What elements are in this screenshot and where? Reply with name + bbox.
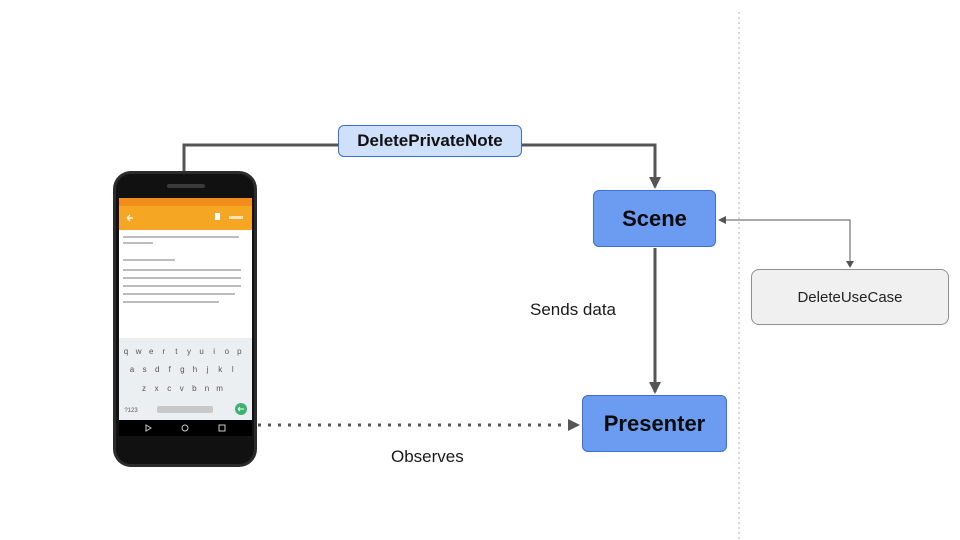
keyboard-key: o (225, 347, 230, 356)
keyboard-key: l (232, 365, 234, 374)
keyboard-key: e (149, 347, 154, 356)
keyboard-key: x (155, 384, 159, 393)
toolbar-action (229, 216, 243, 219)
space-bar (157, 406, 213, 413)
keyboard-key: p (237, 347, 242, 356)
status-bar (119, 198, 252, 206)
keyboard-key: g (180, 365, 184, 374)
usecase-connector (718, 216, 851, 267)
usecase-arrow-head (846, 261, 854, 268)
nav-home-icon (181, 424, 189, 432)
numbers-key: ?123 (124, 408, 138, 414)
nav-back-icon (145, 424, 152, 432)
keyboard-key: w (135, 347, 142, 356)
note-text-lines (123, 236, 241, 303)
scene-node: Scene (593, 190, 716, 247)
keyboard-key: z (142, 384, 146, 393)
keyboard-key: a (130, 365, 135, 374)
keyboard-key: c (167, 384, 171, 393)
nav-bar (119, 420, 252, 436)
keyboard-key: q (124, 347, 128, 356)
sends-data-label: Sends data (530, 300, 617, 319)
keyboard-key: y (187, 347, 191, 356)
nav-recents-icon (218, 424, 226, 432)
trash-icon (215, 213, 220, 220)
keyboard-key: i (213, 347, 215, 356)
presenter-node: Presenter (582, 395, 727, 452)
keyboard-key: k (218, 365, 223, 374)
observes-label: Observes (391, 447, 464, 466)
keyboard-key: s (143, 365, 147, 374)
keyboard-key: h (193, 365, 197, 374)
keyboard-key: t (175, 347, 178, 356)
back-arrow-icon (126, 214, 133, 222)
keyboard-key: r (162, 347, 165, 356)
keyboard-key: m (216, 384, 223, 393)
keyboard-key: v (180, 384, 184, 393)
keyboard-key: j (206, 365, 209, 374)
keyboard-key: b (192, 384, 197, 393)
delete-usecase-node: DeleteUseCase (751, 269, 949, 325)
phone-speaker (167, 184, 205, 188)
keyboard-key: u (199, 347, 203, 356)
keyboard-key: n (205, 384, 209, 393)
keyboard-key: d (155, 365, 159, 374)
keyboard-key: f (169, 365, 172, 374)
action-label: DeletePrivateNote (338, 125, 522, 157)
